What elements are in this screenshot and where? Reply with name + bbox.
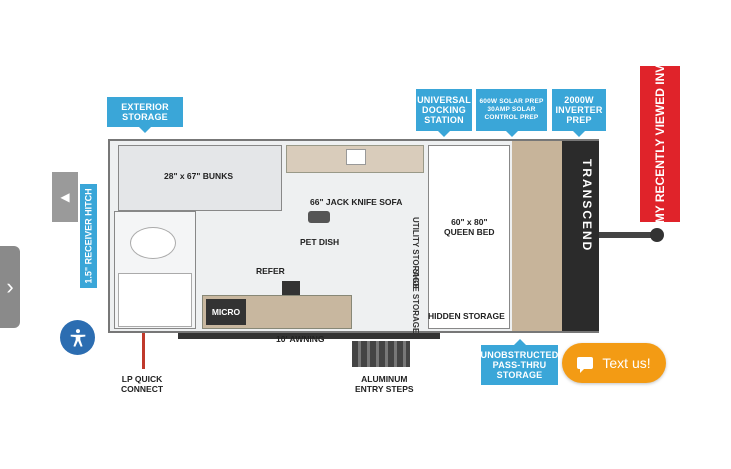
shower-pan xyxy=(118,273,192,327)
entry-steps-label: ALUMINUM ENTRY STEPS xyxy=(355,374,414,394)
pet-dish-icon xyxy=(308,211,330,223)
text-us-button[interactable]: Text us! xyxy=(562,343,666,383)
awning-label: 10' AWNING xyxy=(276,334,325,344)
lp-quick-connect-label: LP QUICK CONNECT xyxy=(121,374,163,394)
lp-line xyxy=(142,333,145,369)
queen-bed-name: QUEEN BED xyxy=(444,227,495,237)
awning-bar xyxy=(178,333,440,339)
entry-steps xyxy=(352,341,410,367)
callout-line: INVERTER xyxy=(555,105,603,115)
pet-dish-label: PET DISH xyxy=(300,237,340,247)
queen-bed-size: 60" x 80" xyxy=(451,217,488,227)
callout-line: STATION xyxy=(424,115,464,125)
chevron-right-icon: › xyxy=(6,274,14,299)
queen-bed-label: 60" x 80" QUEEN BED xyxy=(444,217,495,237)
toilet-icon xyxy=(130,227,176,259)
callout-pass-thru-storage: UNOBSTRUCTED PASS-THRU STORAGE xyxy=(481,345,558,385)
callout-line: PREP xyxy=(566,115,592,125)
bunk-area xyxy=(118,145,282,211)
callout-line: STORAGE xyxy=(122,112,168,122)
shoe-storage-label: SHOE STORAGE xyxy=(411,269,420,334)
brand-logo-text: TRANSCEND xyxy=(580,159,594,253)
callout-line: PASS-THRU xyxy=(492,360,547,370)
front-nose xyxy=(562,141,599,331)
accessibility-icon xyxy=(70,328,85,347)
trailer-floor-plan: 28" x 67" BUNKS 66" JACK KNIFE SOFA PET … xyxy=(108,139,599,333)
lp-line2: CONNECT xyxy=(121,384,164,394)
front-cap xyxy=(512,141,562,331)
callout-line: UNOBSTRUCTED xyxy=(480,350,559,360)
callout-line: EXTERIOR xyxy=(121,102,169,112)
sink-icon xyxy=(346,149,366,165)
refer-label: REFER xyxy=(256,266,285,276)
callout-line: 600W SOLAR PREP xyxy=(479,98,544,105)
stove-icon xyxy=(282,281,300,295)
micro-label: MICRO xyxy=(206,299,246,325)
hitch-coupler-icon xyxy=(650,228,664,242)
callout-solar-prep: 600W SOLAR PREP 30AMP SOLAR CONTROL PREP xyxy=(476,89,547,131)
text-us-label: Text us! xyxy=(602,355,651,371)
recently-viewed-label: MY RECENTLY VIEWED INV xyxy=(653,64,668,224)
sofa-label: 66" JACK KNIFE SOFA xyxy=(310,197,403,207)
callout-line: UNIVERSAL xyxy=(417,95,471,105)
callout-line: STORAGE xyxy=(496,370,543,380)
steps-line2: ENTRY STEPS xyxy=(355,384,414,394)
steps-line1: ALUMINUM xyxy=(361,374,408,384)
callout-line: 2000W xyxy=(564,95,594,105)
hitch-tongue xyxy=(599,232,661,238)
hidden-storage-label: HIDDEN STORAGE xyxy=(428,311,505,321)
recently-viewed-tab[interactable]: MY RECENTLY VIEWED INV xyxy=(640,64,680,224)
chat-bubble-icon xyxy=(577,357,594,373)
caret-left-icon: ◀ xyxy=(60,190,70,204)
bunks-label: 28" x 67" BUNKS xyxy=(164,171,234,181)
lp-line1: LP QUICK xyxy=(121,374,163,384)
accessibility-button[interactable] xyxy=(60,320,95,355)
callout-receiver-hitch: 1.5" RECEIVER HITCH xyxy=(80,184,97,288)
queen-bed xyxy=(428,145,510,329)
side-panel-toggle[interactable]: › xyxy=(0,246,20,328)
callout-text: 1.5" RECEIVER HITCH xyxy=(83,188,94,284)
previous-image-button[interactable]: ◀ xyxy=(52,172,78,222)
callout-inverter-prep: 2000W INVERTER PREP xyxy=(552,89,606,131)
callout-line: CONTROL PREP xyxy=(484,114,539,121)
callout-exterior-storage: EXTERIOR STORAGE xyxy=(107,97,183,127)
callout-line: 30AMP SOLAR xyxy=(487,106,536,113)
callout-line: DOCKING xyxy=(422,105,466,115)
callout-universal-docking: UNIVERSAL DOCKING STATION xyxy=(416,89,472,131)
